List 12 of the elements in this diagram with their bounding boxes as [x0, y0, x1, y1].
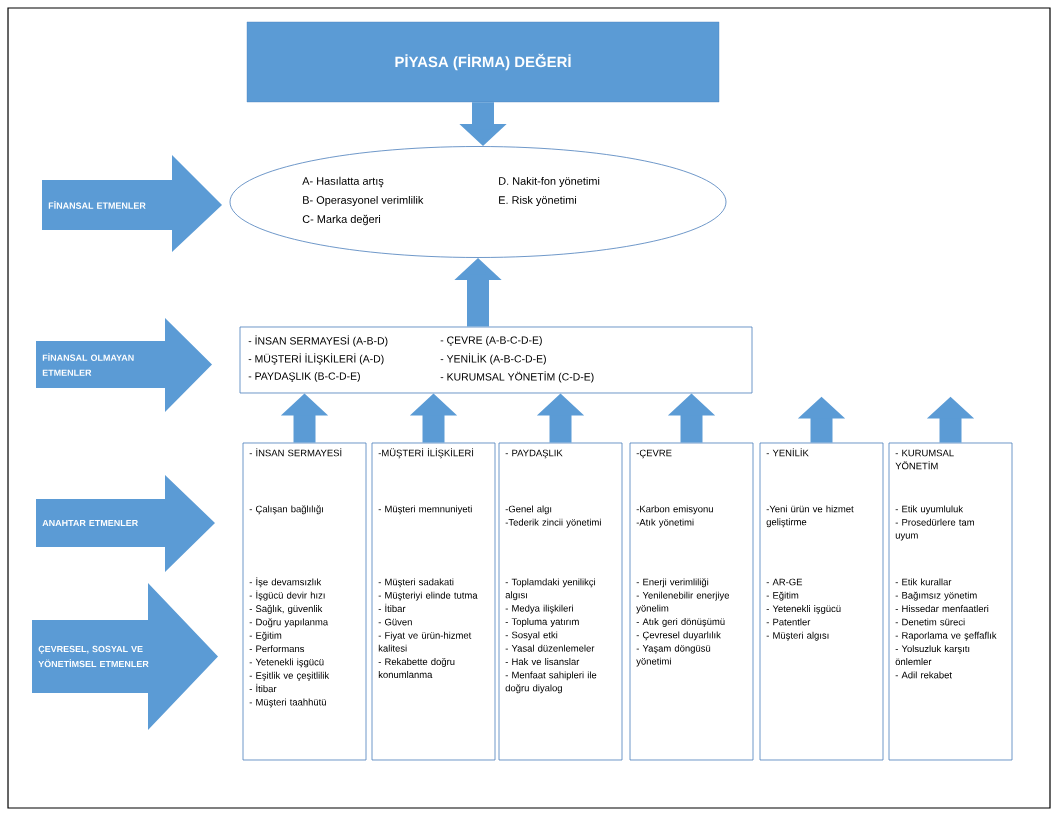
value-box: PİYASA (FİRMA) DEĞERİ: [246, 21, 720, 103]
factor-column-box: - YENİLİK -Yeni ürün ve hizmet geliştirme - AR-GE - Eğitim - Yetenekli işgücü - Patentler - Müşteri algısı: [759, 442, 884, 761]
row-label-banner: ÇEVRESEL, SOSYAL VE YÖNETİMSEL ETMENLER: [32, 583, 218, 730]
row-label-banner: ANAHTAR ETMENLER: [36, 475, 215, 572]
row-label-banner: FİNANSAL ETMENLER: [42, 155, 222, 252]
factor-summary-box: - İNSAN SERMAYESİ (A-B-D) - ÇEVRE (A-B-C-D-E) - MÜŞTERİ İLİŞKİLERİ (A-D) - YENİLİK (A-B-C-D-E) - PAYDAŞLIK (B-C-D-E) - KURUMSAL YÖNETİM (C-D-E): [239, 326, 753, 394]
factor-column-box: - PAYDAŞLIK -Genel algı -Tederik zincii yönetimi - Toplamdaki yenilikçi algısı - Medya ilişkileri - Topluma yatırım - Sosyal etki - Yasal düzenlemeler - Hak ve lisanslar - Menfaat sahipleri ile doğru diyalog: [498, 442, 623, 761]
factor-column-box: -MÜŞTERİ İLİŞKİLERİ - Müşteri memnuniyeti - Müşteri sadakati - Müşteriyi elinde tutma - İtibar - Güven - Fiyat ve ürün-hizmet kalitesi - Rekabette doğru konumlanma: [371, 442, 496, 761]
factor-column-box: - İNSAN SERMAYESİ - Çalışan bağlılığı - İşe devamsızlık - İşgücü devir hızı - Sağlık, güvenlik - Doğru yapılanma - Eğitim - Performans - Yetenekli işgücü - Eşitlik ve çeşitlilik - İtibar - Müşteri taahhütü: [242, 442, 367, 761]
factor-column-box: - KURUMSAL YÖNETİM - Etik uyumluluk - Prosedürlere tam uyum - Etik kurallar - Bağımsız yönetim - Hissedar menfaatleri - Denetim süreci - Raporlama ve şeffaflık - Yolsuzluk karşıtı önlemler - Adil rekabet: [888, 442, 1013, 761]
row-label-banner: FİNANSAL OLMAYAN ETMENLER: [36, 318, 212, 412]
factor-column-box: -ÇEVRE -Karbon emisyonu -Atık yönetimi - Enerji verimliliği - Yenilenebilir enerjiye yönelim - Atık geri dönüşümü - Çevresel duyarlılık - Yaşam döngüsü yönetimi: [629, 442, 754, 761]
